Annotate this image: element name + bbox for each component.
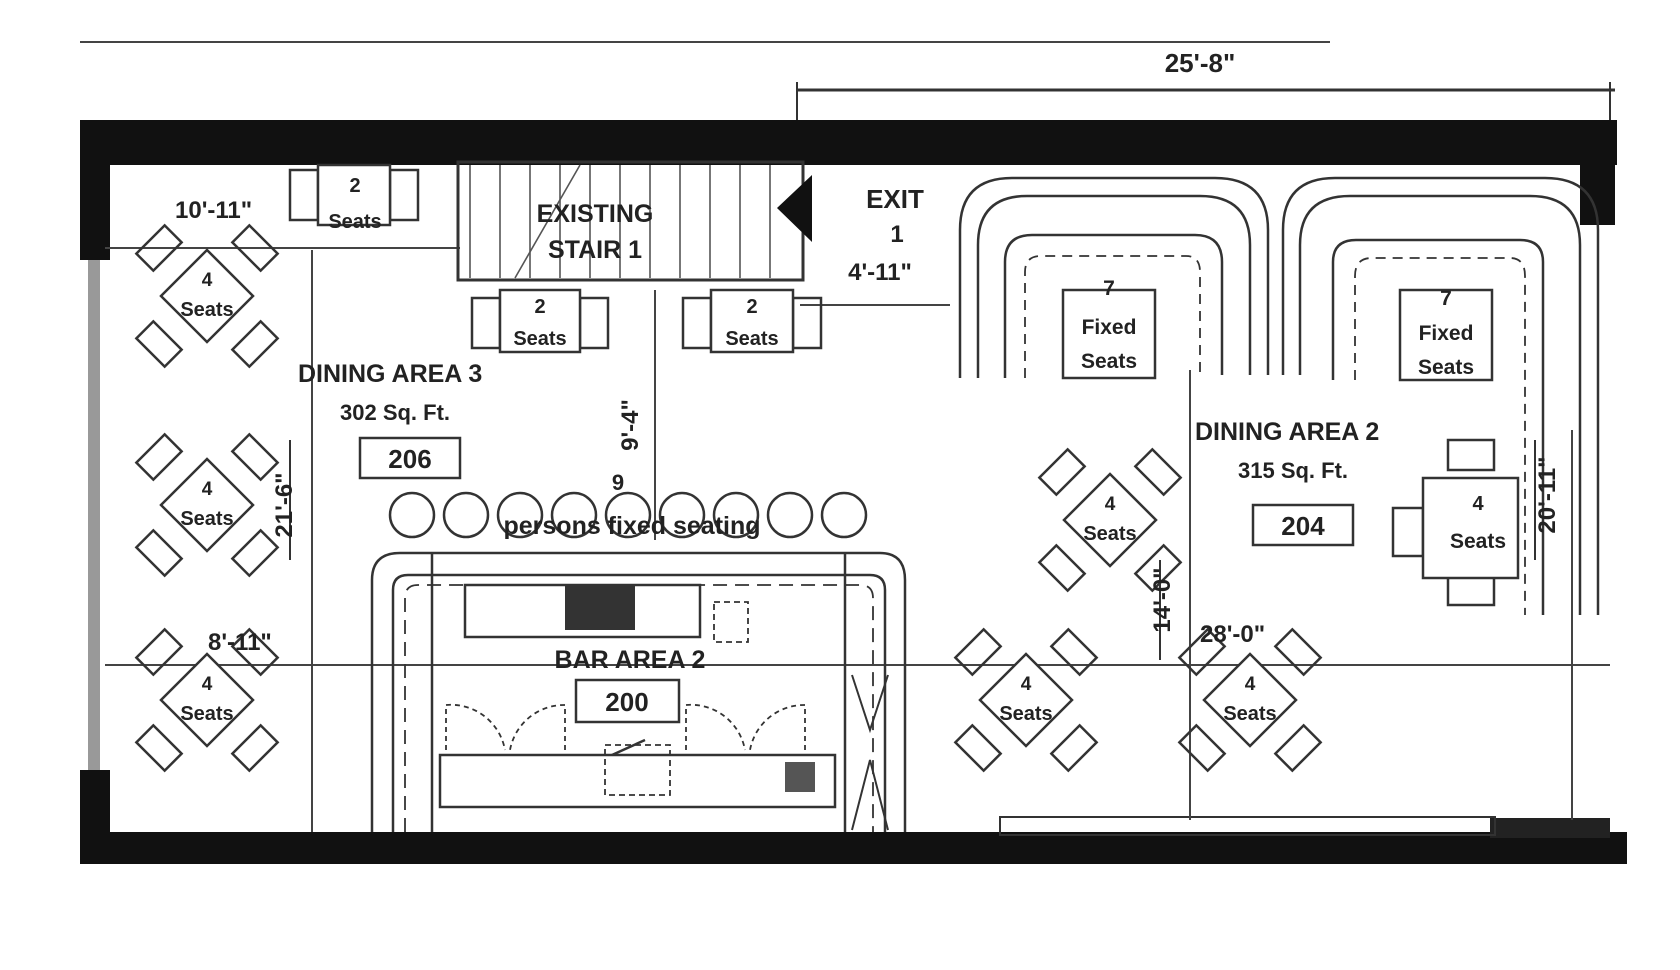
bar-stool [550, 491, 598, 539]
svg-text:7: 7 [1103, 277, 1115, 300]
fixed-table-left: 7 Fixed Seats [1061, 277, 1157, 380]
fixed-table-right: 7 Fixed Seats [1398, 287, 1494, 382]
bar-area-room-number: 200 [605, 687, 648, 717]
bar-stools [388, 491, 868, 539]
svg-text:4: 4 [202, 674, 213, 695]
stair-width-dimension: 10'-11" [175, 197, 252, 224]
outer-walls [80, 120, 1627, 864]
two-seat-table: 2 Seats [470, 288, 610, 354]
svg-text:Seats: Seats [328, 211, 381, 233]
dining-area-2-room-tag [1251, 503, 1355, 547]
bar-seating-count: 9 [612, 470, 624, 495]
bar-depth-dimension: 9'-4" [617, 399, 644, 451]
svg-text:Seats: Seats [1450, 530, 1506, 553]
svg-text:Seats: Seats [513, 328, 566, 350]
booth-left [958, 176, 1270, 378]
exit-width-label: 4'-11" [848, 259, 912, 286]
dining-area-3-room-tag [358, 436, 462, 480]
bar-stool [658, 491, 706, 539]
svg-text:Seats: Seats [180, 508, 233, 530]
bar-stool [496, 491, 544, 539]
bar-area-title: BAR AREA 2 [555, 646, 706, 674]
bar-seating-label: persons fixed seating [503, 512, 760, 540]
lower-span-dimension: 28'-0" [1200, 621, 1265, 648]
dining-area-2-room-number: 204 [1281, 511, 1325, 541]
overall-dimension-label: 25'-8" [1165, 48, 1236, 78]
svg-text:Seats: Seats [1081, 350, 1137, 373]
bar-stool [442, 491, 490, 539]
svg-text:2: 2 [746, 296, 757, 318]
svg-text:4: 4 [1105, 494, 1116, 515]
bar-counter [370, 551, 907, 832]
exit-label-line2: 1 [890, 221, 903, 248]
svg-text:Seats: Seats [180, 703, 233, 725]
svg-text:Seats: Seats [725, 328, 778, 350]
svg-text:4: 4 [1472, 493, 1484, 515]
bar-equipment [565, 586, 815, 792]
dining-area-3-size: 302 Sq. Ft. [340, 400, 450, 425]
dining-area-3-title: DINING AREA 3 [298, 360, 482, 388]
svg-text:Seats: Seats [999, 703, 1052, 725]
svg-text:4: 4 [1021, 674, 1032, 695]
exit-label-line1: EXIT [866, 184, 924, 214]
bar-area-room-tag [574, 678, 681, 724]
dining-area-3-room-number: 206 [388, 444, 431, 474]
dining-area-2-title: DINING AREA 2 [1195, 418, 1379, 446]
bar-stool [388, 491, 436, 539]
two-seat-table: 2 Seats [681, 288, 823, 354]
svg-text:4: 4 [202, 479, 213, 500]
center-height-dimension: 14'-0" [1149, 567, 1176, 632]
dining-area-2-size: 315 Sq. Ft. [1238, 458, 1348, 483]
svg-text:Seats: Seats [1083, 523, 1136, 545]
svg-text:Seats: Seats [1223, 703, 1276, 725]
bar-stool [604, 491, 652, 539]
left-height-dimension: 21'-6" [271, 472, 298, 537]
overall-dimension-line [796, 82, 1615, 125]
svg-text:2: 2 [349, 175, 360, 197]
svg-text:Seats: Seats [180, 299, 233, 321]
stair-label-line1: EXISTING [537, 200, 654, 228]
svg-text:Fixed: Fixed [1419, 322, 1474, 345]
svg-text:4: 4 [202, 270, 213, 291]
stair-label-line2: STAIR 1 [548, 236, 642, 264]
bar-stool [712, 491, 760, 539]
booth-right [1281, 176, 1600, 615]
svg-text:7: 7 [1440, 287, 1452, 310]
bar-stool [766, 491, 814, 539]
lower-left-dimension: 8'-11" [208, 629, 272, 656]
four-seat-table: 4 Seats [1391, 438, 1520, 607]
two-seat-table: 2 Seats [288, 163, 420, 233]
exit-arrow-icon [777, 175, 812, 242]
right-height-dimension: 20'-11" [1534, 456, 1561, 533]
svg-text:4: 4 [1245, 674, 1256, 695]
svg-text:Fixed: Fixed [1082, 316, 1137, 339]
bar-stool [820, 491, 868, 539]
svg-text:Seats: Seats [1418, 356, 1474, 379]
svg-text:2: 2 [534, 296, 545, 318]
